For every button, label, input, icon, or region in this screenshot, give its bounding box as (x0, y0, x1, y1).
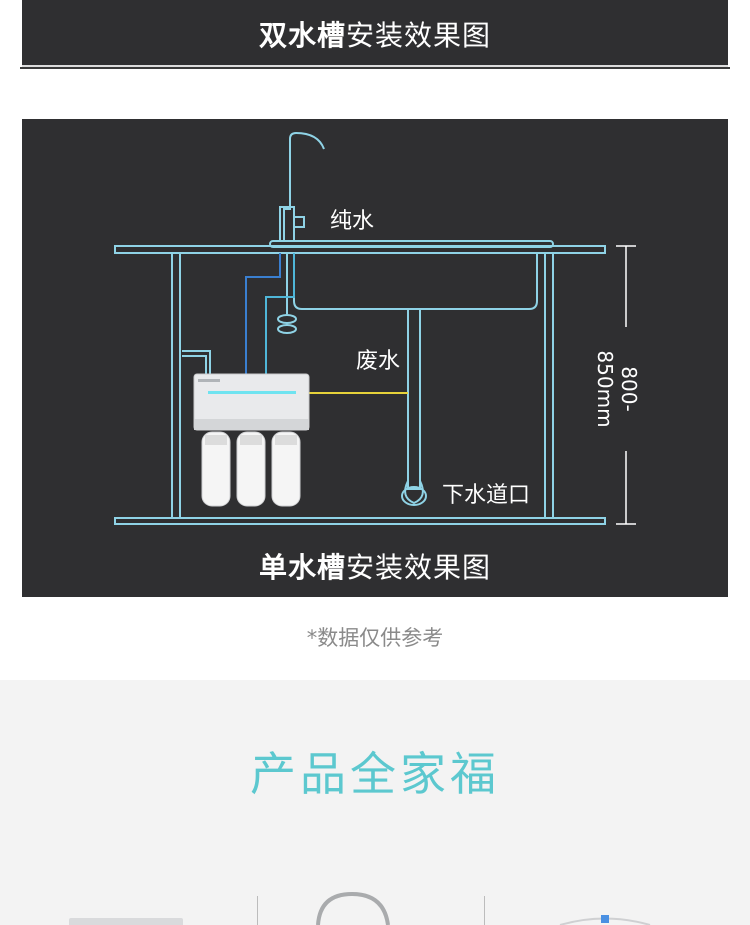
cabinet-left-wall (171, 252, 181, 519)
drain-label: 下水道口 (442, 483, 531, 508)
height-label: 800-850mm (593, 350, 641, 428)
water-purifier (193, 373, 310, 507)
product-tube-connector (601, 915, 609, 923)
double-sink-title: 双水槽安装效果图 (22, 14, 728, 54)
filter-pp-2 (271, 431, 301, 507)
filter-pp (201, 431, 231, 507)
product-divider-1 (257, 896, 258, 925)
pure-water-pipe (265, 253, 295, 377)
double-sink-title-light: 安装效果图 (346, 19, 492, 52)
product-family-title: 产品全家福 (250, 747, 500, 801)
faucet (283, 131, 325, 241)
double-sink-title-bold: 双水槽 (258, 19, 346, 52)
cabinet-right-wall (544, 252, 554, 519)
product-family-section: 产品全家福 (0, 680, 750, 925)
faucet-nut (277, 314, 297, 324)
data-reference-note: *数据仅供参考 (306, 626, 444, 650)
waste-water-label: 废水 (356, 349, 401, 374)
pure-water-label: 纯水 (330, 209, 375, 234)
faucet-base (279, 206, 295, 242)
filter-gac (236, 431, 266, 507)
feed-water-pipe (245, 253, 281, 377)
drain-outlet (401, 486, 427, 506)
product-purifier-preview (69, 918, 183, 925)
product-previews (69, 891, 651, 925)
single-sink-panel: 纯水 废水 下水道口 800-850mm 单水槽安装效果图 (22, 119, 728, 597)
faucet-handle (293, 216, 305, 228)
product-faucet-preview (316, 891, 390, 925)
single-sink-title: 单水槽安装效果图 (22, 546, 728, 586)
product-divider-2 (484, 896, 485, 925)
sink-basin (293, 253, 538, 310)
sink-rim (269, 240, 554, 248)
single-sink-title-bold: 单水槽 (258, 551, 346, 584)
faucet-nut-lower (277, 324, 297, 334)
drain-pipe (407, 308, 421, 490)
height-dimension (616, 245, 636, 525)
panel-underline (20, 67, 730, 69)
cabinet-base (114, 517, 606, 525)
double-sink-panel: 双水槽安装效果图 (22, 0, 728, 67)
single-sink-title-light: 安装效果图 (346, 551, 492, 584)
water-inlet-pipe-outer (182, 350, 211, 379)
installation-diagram (114, 131, 636, 525)
